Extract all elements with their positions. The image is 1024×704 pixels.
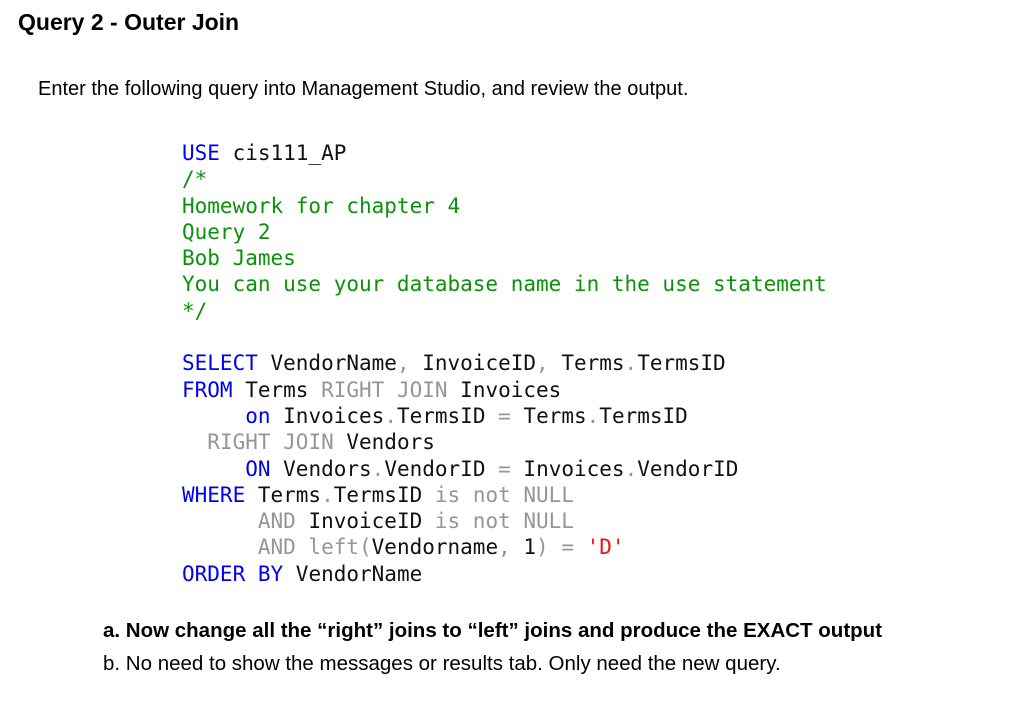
page-title: Query 2 - Outer Join: [18, 9, 240, 35]
code-token: ,: [396, 351, 410, 376]
code-token: */: [182, 298, 208, 323]
code-token: Vendors: [270, 456, 372, 481]
code-line: on Invoices.TermsID = Terms.TermsID: [182, 403, 827, 429]
code-line: You can use your database name in the us…: [182, 271, 827, 297]
code-token: Invoices: [510, 456, 625, 481]
code-line: WHERE Terms.TermsID is not NULL: [182, 482, 827, 508]
code-token: WHERE: [182, 482, 246, 507]
code-token: /*: [182, 167, 208, 192]
code-token: Terms: [548, 351, 625, 376]
code-token: RIGHT JOIN: [321, 377, 448, 402]
code-token: VendorName: [257, 351, 397, 376]
code-token: 1: [510, 535, 537, 560]
code-token: VendorID: [384, 456, 499, 481]
code-token: AND: [257, 509, 296, 534]
code-token: on: [245, 403, 271, 428]
code-line: AND InvoiceID is not NULL: [182, 508, 827, 534]
code-line: ORDER BY VendorName: [182, 561, 827, 587]
code-token: TermsID: [333, 482, 435, 507]
code-token: Invoices: [447, 377, 562, 402]
code-token: Query 2: [182, 219, 271, 244]
code-token: ON: [245, 456, 271, 481]
note-a: a. Now change all the “right” joins to “…: [103, 619, 883, 642]
code-token: You can use your database name in the us…: [182, 272, 827, 297]
code-token: ,: [536, 351, 549, 376]
code-token: cis111_AP: [219, 141, 347, 165]
code-token: .: [586, 403, 600, 428]
code-token: ORDER BY: [182, 561, 284, 586]
code-token: USE: [182, 141, 220, 165]
code-token: .: [384, 403, 397, 428]
code-token: InvoiceID: [409, 351, 537, 376]
code-line: Homework for chapter 4: [182, 193, 827, 219]
code-line: Bob James: [182, 245, 827, 271]
code-line: RIGHT JOIN Vendors: [182, 429, 827, 455]
code-token: Vendorname: [371, 535, 499, 560]
code-token: [182, 509, 258, 533]
code-token: 'D': [586, 535, 625, 560]
code-token: TermsID: [599, 403, 688, 428]
code-token: [182, 430, 207, 454]
code-token: TermsID: [396, 403, 499, 428]
code-token: ) =: [536, 535, 587, 560]
code-token: FROM: [182, 377, 233, 402]
code-token: RIGHT JOIN: [207, 430, 334, 455]
code-token: is not NULL: [434, 482, 574, 507]
code-token: [182, 535, 258, 559]
code-line: /*: [182, 166, 827, 192]
code-token: AND left(: [257, 535, 372, 560]
code-token: Terms: [232, 377, 322, 402]
code-token: VendorName: [283, 561, 423, 586]
code-token: Homework for chapter 4: [182, 193, 461, 218]
code-token: InvoiceID: [295, 509, 435, 534]
code-token: [182, 457, 245, 481]
intro-text: Enter the following query into Managemen…: [38, 78, 689, 100]
code-token: [182, 404, 245, 428]
code-token: .: [624, 351, 638, 376]
code-token: .: [321, 482, 334, 507]
code-token: VendorID: [637, 456, 739, 481]
code-line: AND left(Vendorname, 1) = 'D': [182, 534, 827, 560]
code-token: TermsID: [637, 351, 726, 376]
code-token: .: [371, 456, 385, 481]
code-token: ,: [498, 535, 511, 560]
code-line: SELECT VendorName, InvoiceID, Terms.Term…: [182, 350, 827, 376]
code-line: */: [182, 298, 827, 324]
code-token: Invoices: [270, 403, 385, 428]
code-token: Bob James: [182, 246, 296, 271]
code-token: is not NULL: [434, 509, 574, 534]
code-token: Terms: [510, 403, 587, 428]
code-token: Vendors: [333, 430, 435, 455]
code-token: SELECT: [182, 351, 258, 376]
code-token: =: [498, 403, 511, 428]
notes-section: a. Now change all the “right” joins to “…: [103, 614, 882, 680]
code-token: =: [498, 456, 511, 481]
code-token: .: [624, 456, 638, 481]
code-line: Query 2: [182, 219, 827, 245]
code-line: USE cis111_AP: [182, 140, 827, 166]
code-line: [182, 324, 827, 350]
note-b: b. No need to show the messages or resul…: [103, 652, 781, 675]
code-token: Terms: [245, 482, 322, 507]
code-line: ON Vendors.VendorID = Invoices.VendorID: [182, 456, 827, 482]
code-line: FROM Terms RIGHT JOIN Invoices: [182, 377, 827, 403]
